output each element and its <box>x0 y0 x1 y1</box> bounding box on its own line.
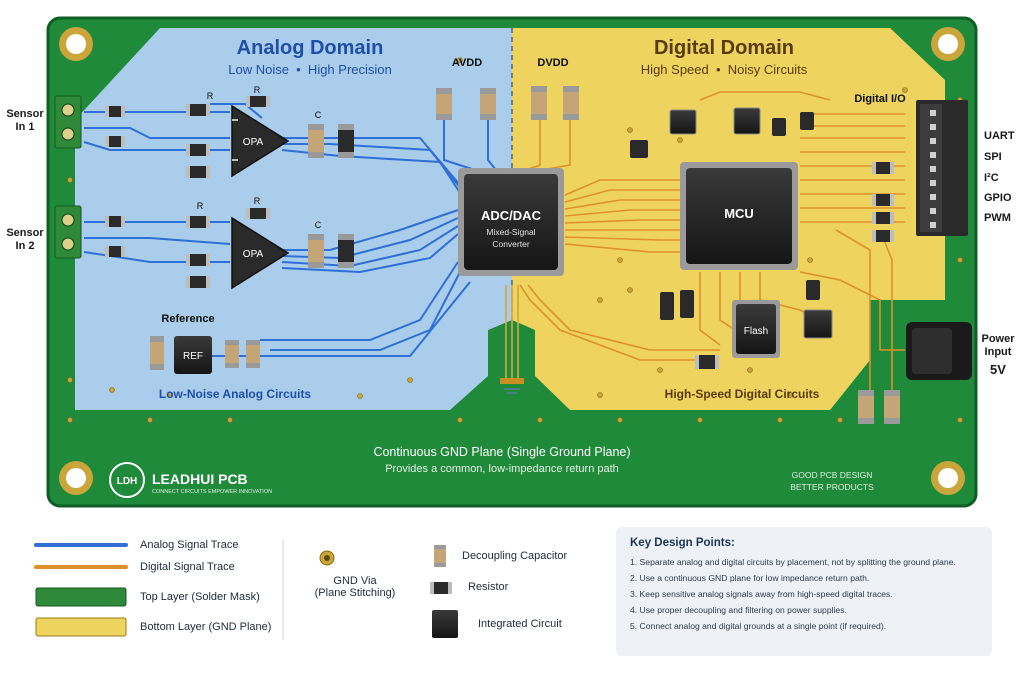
opa1-label: OPA <box>243 137 264 148</box>
key-points-list: 1. Separate analog and digital circuits … <box>630 557 978 631</box>
analog-title: Analog Domain <box>237 37 384 59</box>
digital-subtitle: High Speed • Noisy Circuits <box>641 62 808 77</box>
adc-sub2: Converter <box>492 239 529 249</box>
legend-resistor: Resistor <box>468 581 509 593</box>
gnd-subtitle: Provides a common, low-impedance return … <box>385 463 619 475</box>
legend-gnd-via-line2: (Plane Stitching) <box>314 587 396 599</box>
leadhui-logo <box>109 462 145 498</box>
digital-title: Digital Domain <box>654 37 794 59</box>
analog-zone <box>75 28 512 410</box>
c-label-1: C <box>315 110 322 120</box>
analog-passives <box>105 88 496 370</box>
key-points-title: Key Design Points: <box>630 537 735 549</box>
power-voltage: 5V <box>990 362 1006 377</box>
adc-sub1: Mixed-Signal <box>486 227 535 237</box>
adc-title: ADC/DAC <box>481 208 542 223</box>
r-label-4: R <box>254 196 261 206</box>
digital-io-label: Digital I/O <box>854 93 906 105</box>
avdd-label: AVDD <box>452 57 482 69</box>
legend-graphics <box>34 540 458 640</box>
legend-analog-trace: Analog Signal Trace <box>140 539 239 551</box>
dvdd-label: DVDD <box>537 57 568 69</box>
key-point-1: 1. Separate analog and digital circuits … <box>630 557 956 567</box>
gnd-title: Continuous GND Plane (Single Ground Plan… <box>373 445 630 459</box>
mounting-holes <box>59 27 965 495</box>
legend-ic: Integrated Circuit <box>478 618 562 630</box>
sensor-connector-2 <box>54 205 82 259</box>
analog-subtitle: Low Noise • High Precision <box>228 62 392 77</box>
mcu-chip <box>680 162 798 270</box>
adc-chip <box>458 168 564 276</box>
ref-label: REF <box>183 351 203 362</box>
sensor-1-line1: Sensor <box>6 108 44 120</box>
io-label-uart: UART <box>984 130 1015 142</box>
legend-gnd-via-line1: GND Via <box>333 575 377 587</box>
brand-name: LEADHUI PCB <box>152 471 248 487</box>
io-label-i2c: I²C <box>984 172 999 184</box>
power-input-label: Power Input 5V <box>976 333 1020 376</box>
ref-chip <box>174 336 212 374</box>
flash-chip <box>732 300 780 358</box>
key-point-5: 5. Connect analog and digital grounds at… <box>630 621 887 631</box>
r-label-3: R <box>197 201 204 211</box>
digital-passives <box>531 86 900 424</box>
small-digital-chips <box>669 107 833 339</box>
logo-mark: LDH <box>117 476 138 487</box>
opamp-1 <box>231 104 290 178</box>
io-label-gpio: GPIO <box>984 192 1012 204</box>
c-label-2: C <box>315 220 322 230</box>
opa2-label: OPA <box>243 249 264 260</box>
legend-gnd-via: GND Via (Plane Stitching) <box>300 575 410 599</box>
brand-slogan-2: BETTER PRODUCTS <box>790 482 874 492</box>
brand-slogan-1: GOOD PCB DESIGN <box>792 470 873 480</box>
io-label-pwm: PWM <box>984 212 1011 224</box>
legend-capacitor: Decoupling Capacitor <box>462 550 568 562</box>
power-line1: Power <box>981 333 1015 345</box>
gnd-vias <box>67 57 963 423</box>
sensor-2-line1: Sensor <box>6 227 44 239</box>
key-design-points: Key Design Points: 1. Separate analog an… <box>616 527 992 656</box>
sensor-1-label: Sensor In 1 <box>0 108 50 134</box>
digital-io-header <box>916 100 968 236</box>
sensor-2-line2: In 2 <box>15 240 35 252</box>
r-label-1: R <box>207 91 214 101</box>
flash-label: Flash <box>744 326 768 337</box>
opamp-2 <box>231 216 290 290</box>
gnd-star-point <box>500 285 524 394</box>
power-line2: Input <box>984 346 1012 358</box>
legend-top-layer: Top Layer (Solder Mask) <box>140 591 260 603</box>
power-jack <box>906 322 972 380</box>
key-point-2: 2. Use a continuous GND plane for low im… <box>630 573 870 583</box>
digital-footer: High-Speed Digital Circuits <box>665 387 820 401</box>
sensor-2-label: Sensor In 2 <box>0 227 50 253</box>
key-point-3: 3. Keep sensitive analog signals away fr… <box>630 589 893 599</box>
legend-digital-trace: Digital Signal Trace <box>140 561 235 573</box>
brand-tagline: CONNECT CIRCUITS EMPOWER INNOVATION <box>152 489 272 495</box>
mcu-label: MCU <box>724 206 754 221</box>
r-label-2: R <box>254 85 261 95</box>
key-point-4: 4. Use proper decoupling and filtering o… <box>630 605 847 615</box>
sensor-1-line2: In 1 <box>15 121 35 133</box>
legend-bottom-layer: Bottom Layer (GND Plane) <box>140 621 272 633</box>
io-label-spi: SPI <box>984 151 1002 163</box>
reference-label: Reference <box>161 313 214 325</box>
sensor-connector-1 <box>54 95 82 149</box>
analog-footer: Low-Noise Analog Circuits <box>159 387 312 401</box>
